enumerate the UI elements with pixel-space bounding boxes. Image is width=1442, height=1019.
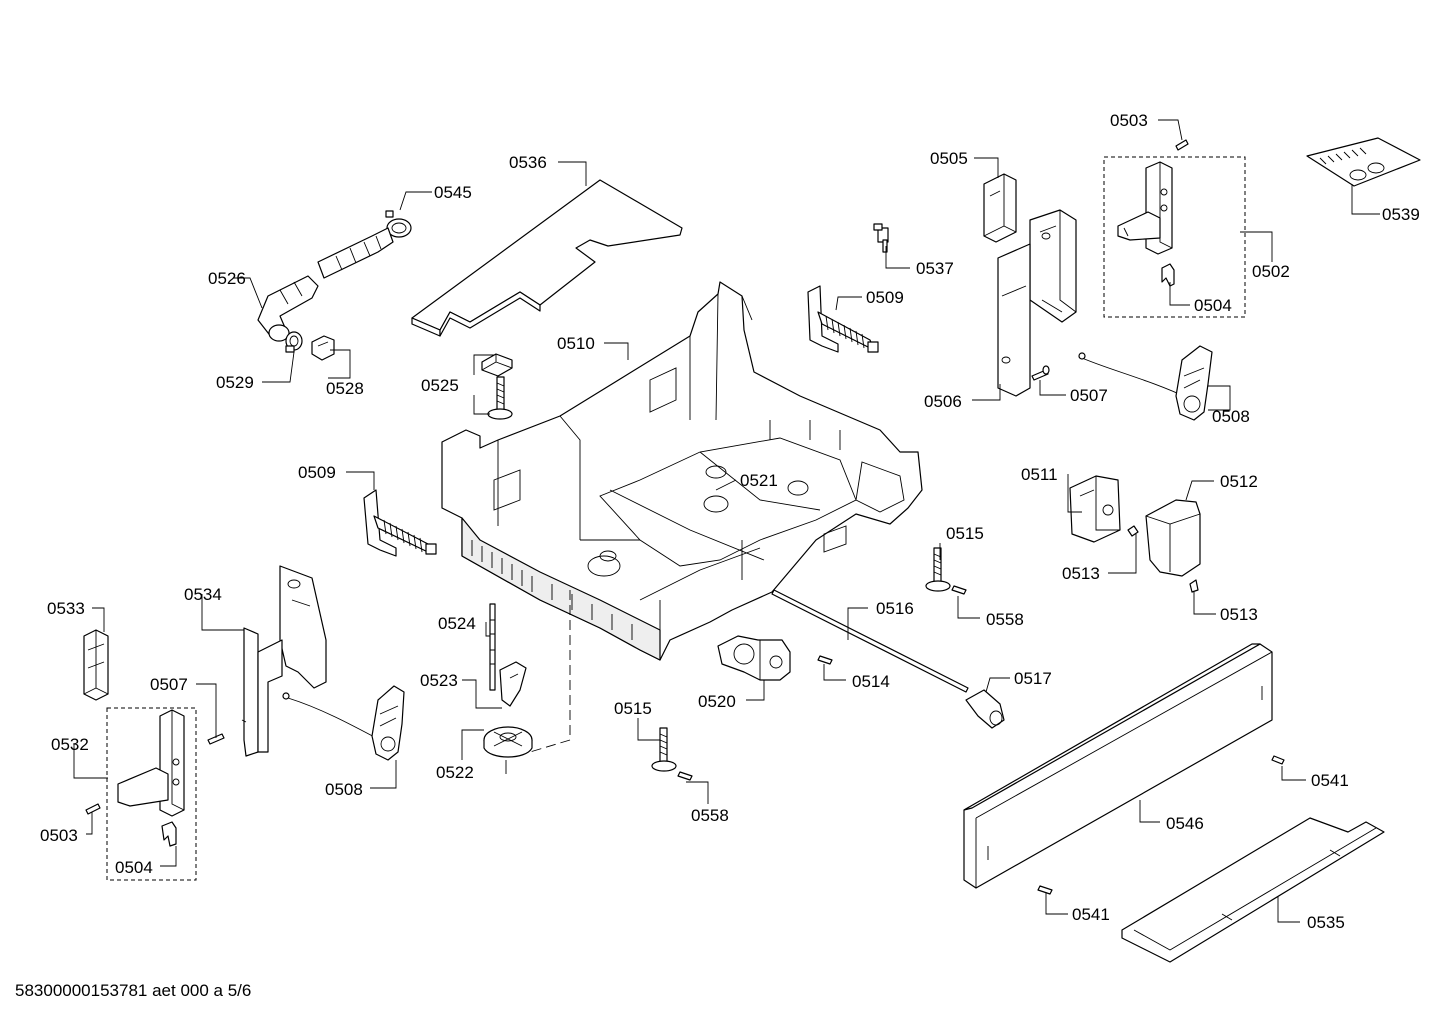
part-0507-screw-left bbox=[207, 733, 225, 745]
part-0516-rod bbox=[771, 589, 969, 693]
part-0511-housing bbox=[1069, 475, 1121, 543]
callout-0504-left: 0504 bbox=[115, 858, 153, 877]
part-0515-leveling-foot-center bbox=[651, 727, 677, 772]
document-id: 58300000153781 aet 000 a 5/6 bbox=[15, 981, 252, 1000]
callout-0517: 0517 bbox=[1014, 669, 1052, 688]
callout-0503-top: 0503 bbox=[1110, 111, 1148, 130]
callout-0535: 0535 bbox=[1307, 913, 1345, 932]
callout-0521: 0521 bbox=[740, 471, 778, 490]
part-0541-screw-upper bbox=[1271, 755, 1285, 765]
callout-0541-upper: 0541 bbox=[1311, 771, 1349, 790]
callout-0537: 0537 bbox=[916, 259, 954, 278]
callout-0536: 0536 bbox=[509, 153, 547, 172]
part-0524-shaft bbox=[489, 603, 496, 691]
part-0506-mounting-bracket bbox=[997, 209, 1077, 397]
part-0532-hinge-bracket-group bbox=[106, 707, 197, 881]
part-0503-screw-top bbox=[1175, 139, 1189, 151]
part-0539-screw-kit bbox=[1306, 137, 1421, 187]
callout-0558-center: 0558 bbox=[691, 806, 729, 825]
callout-0503-left: 0503 bbox=[40, 826, 78, 845]
part-0526-drain-hose bbox=[257, 227, 394, 342]
part-0558-screw-center bbox=[677, 771, 693, 781]
part-0528-holder bbox=[311, 335, 335, 361]
callout-0507-right: 0507 bbox=[1070, 386, 1108, 405]
part-0529-clip bbox=[285, 331, 303, 353]
callout-0523: 0523 bbox=[420, 671, 458, 690]
part-0512-cover bbox=[1145, 499, 1201, 577]
part-0535-plinth-strip bbox=[1121, 817, 1385, 963]
part-0545-hose-clamp bbox=[385, 210, 412, 238]
part-0508-door-lever-left bbox=[282, 685, 405, 761]
callout-0516: 0516 bbox=[876, 599, 914, 618]
callout-0541-lower: 0541 bbox=[1072, 905, 1110, 924]
callout-0506: 0506 bbox=[924, 392, 962, 411]
callout-0533: 0533 bbox=[47, 599, 85, 618]
part-0558-screw-right bbox=[951, 585, 967, 595]
part-0525-leveling-foot bbox=[481, 353, 513, 420]
callout-0545: 0545 bbox=[434, 183, 472, 202]
callout-0511: 0511 bbox=[1021, 465, 1058, 484]
callout-0529: 0529 bbox=[216, 373, 254, 392]
callout-0509-upper: 0509 bbox=[866, 288, 904, 307]
callout-0508-right: 0508 bbox=[1212, 407, 1250, 426]
callout-0509-lower: 0509 bbox=[298, 463, 336, 482]
part-0509-hinge-spring-lower bbox=[363, 489, 437, 557]
callout-0512: 0512 bbox=[1220, 472, 1258, 491]
callout-0534: 0534 bbox=[184, 585, 222, 604]
part-0503-screw-left bbox=[85, 803, 101, 815]
part-0517-connector bbox=[965, 689, 1005, 729]
callout-0508-left: 0508 bbox=[325, 780, 363, 799]
part-0502-hinge-bracket-group bbox=[1103, 156, 1246, 318]
part-0546-kickplate bbox=[963, 643, 1273, 889]
relation-line bbox=[529, 590, 571, 753]
part-0520-inlet-valve bbox=[717, 635, 791, 681]
callout-0505: 0505 bbox=[930, 149, 968, 168]
callout-0507-left: 0507 bbox=[150, 675, 188, 694]
callout-0504-right: 0504 bbox=[1194, 296, 1232, 315]
part-0515-leveling-foot-right bbox=[925, 547, 951, 592]
part-0541-screw-lower bbox=[1037, 885, 1053, 895]
part-0513-screw-b bbox=[1189, 579, 1199, 593]
callout-0520: 0520 bbox=[698, 692, 736, 711]
part-0514-screw bbox=[817, 655, 833, 665]
callout-0525: 0525 bbox=[421, 376, 459, 395]
callout-0502: 0502 bbox=[1252, 262, 1290, 281]
callout-0510: 0510 bbox=[557, 334, 595, 353]
part-0513-screw-a bbox=[1127, 525, 1139, 537]
leader-lines bbox=[73, 119, 1380, 923]
callout-0514: 0514 bbox=[852, 672, 890, 691]
callout-0522: 0522 bbox=[436, 763, 474, 782]
part-0537-sensor bbox=[873, 223, 889, 253]
callout-0528: 0528 bbox=[326, 379, 364, 398]
part-0507-screw-right bbox=[1031, 365, 1050, 381]
part-0510-base-tub bbox=[441, 281, 923, 661]
callout-0513-b: 0513 bbox=[1220, 605, 1258, 624]
part-0509-hinge-spring-upper bbox=[807, 285, 879, 353]
callout-labels: 0503 0539 0536 0505 0545 0537 0502 0526 … bbox=[40, 111, 1420, 932]
part-0505-cover bbox=[983, 173, 1017, 243]
callout-0524: 0524 bbox=[438, 614, 476, 633]
part-0534-mounting-bracket bbox=[241, 565, 327, 757]
part-0522-float bbox=[483, 726, 533, 758]
part-0533-end-cap bbox=[83, 629, 109, 701]
callout-0539: 0539 bbox=[1382, 205, 1420, 224]
part-0508-door-lever-right bbox=[1078, 345, 1213, 421]
callout-0515-center: 0515 bbox=[614, 699, 652, 718]
callout-0546: 0546 bbox=[1166, 814, 1204, 833]
callout-0532: 0532 bbox=[51, 735, 89, 754]
part-0523-holder bbox=[499, 661, 527, 707]
callout-0513-a: 0513 bbox=[1062, 564, 1100, 583]
part-0536-insulation-mat bbox=[411, 179, 683, 337]
callout-0515-right: 0515 bbox=[946, 524, 984, 543]
callout-0526: 0526 bbox=[208, 269, 246, 288]
callout-0558-right: 0558 bbox=[986, 610, 1024, 629]
